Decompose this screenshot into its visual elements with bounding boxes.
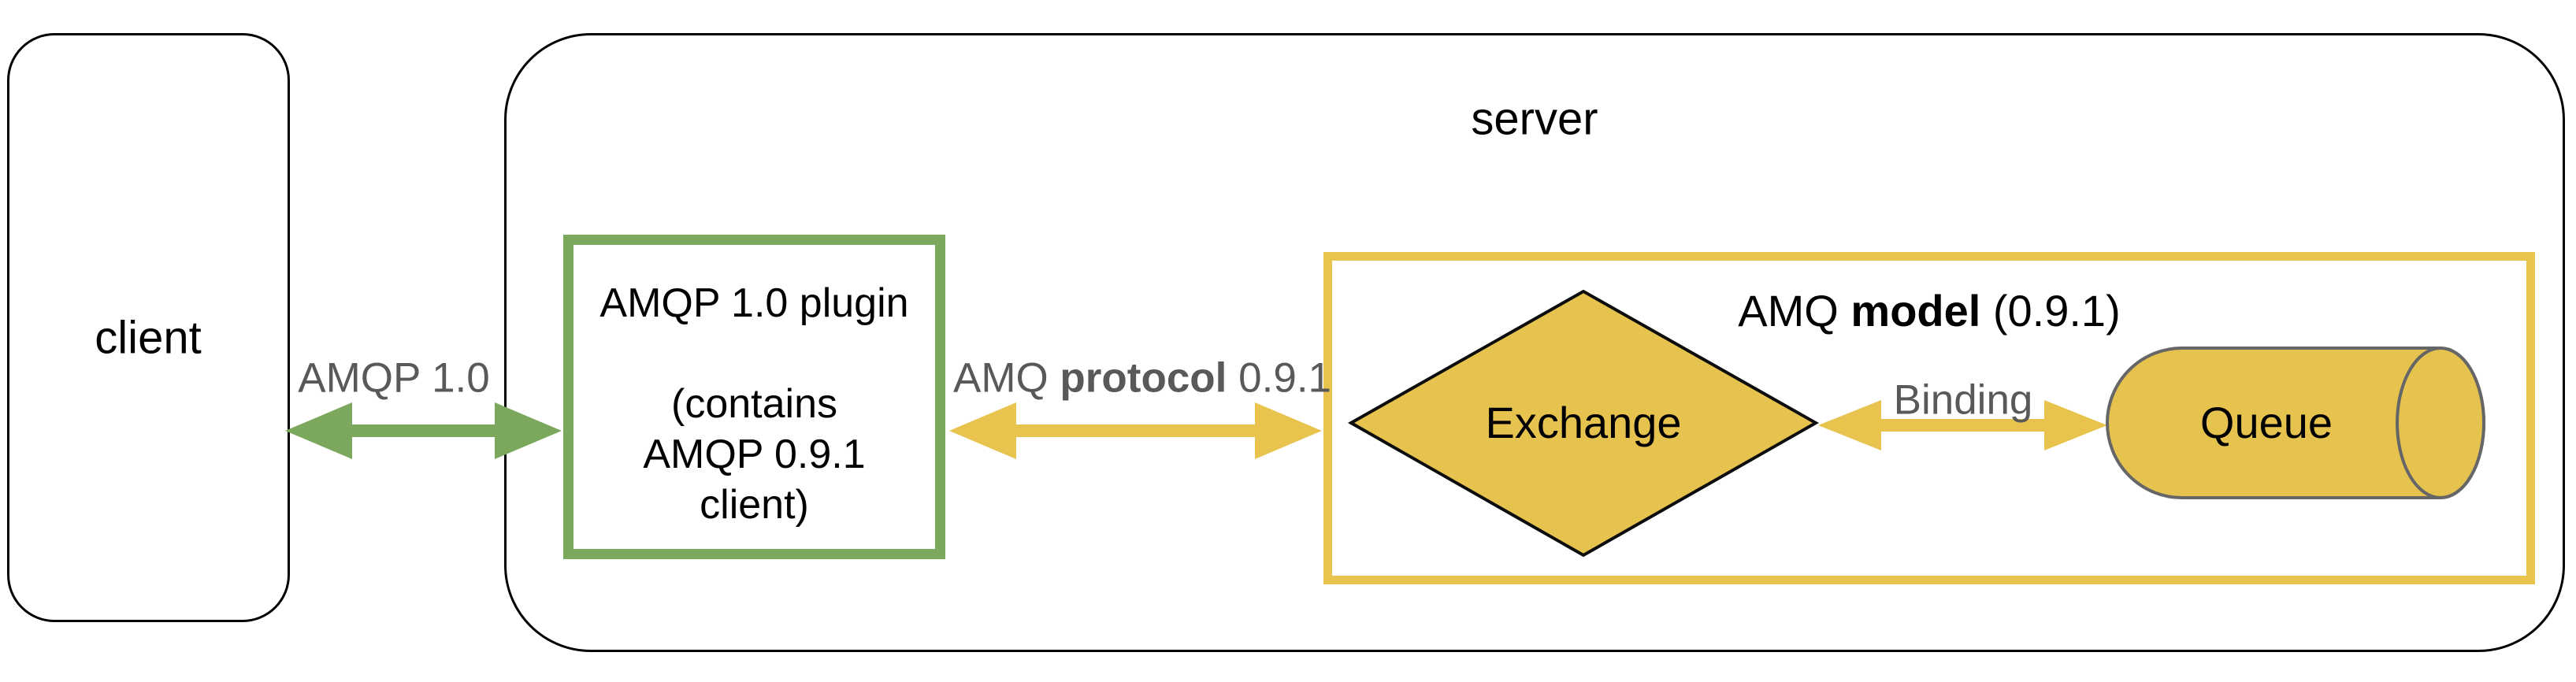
binding-arrow [1818, 400, 2107, 450]
protocol-label-post: 0.9.1 [1227, 354, 1332, 402]
server-label: server [1471, 93, 1598, 145]
queue-cylinder-end [2396, 347, 2485, 499]
exchange-diamond [1347, 289, 1820, 558]
exchange-label: Exchange [1485, 397, 1682, 447]
queue-label: Queue [2199, 397, 2333, 447]
amq-model-title: AMQ model (0.9.1) [1738, 286, 2120, 336]
client-box [7, 33, 290, 622]
amqp-1-0-arrow-label: AMQP 1.0 [298, 354, 490, 402]
amq-protocol-arrow [949, 402, 1322, 459]
amqp-plugin-box [563, 235, 945, 559]
plugin-label: AMQP 1.0 plugin (contains AMQP 0.9.1 cli… [599, 280, 909, 528]
amq-model-box [1323, 252, 2535, 584]
model-title-bold: model [1850, 285, 1981, 335]
server-box [504, 33, 2565, 652]
protocol-label-pre: AMQ [952, 354, 1060, 402]
client-label: client [95, 312, 202, 364]
model-title-pre: AMQ [1738, 285, 1851, 335]
binding-arrow-label: Binding [1893, 376, 2033, 424]
amqp-1-0-arrow [285, 402, 562, 459]
protocol-label-bold: protocol [1060, 354, 1227, 402]
model-title-post: (0.9.1) [1980, 285, 2121, 335]
amq-protocol-arrow-label: AMQ protocol 0.9.1 [953, 355, 1331, 403]
